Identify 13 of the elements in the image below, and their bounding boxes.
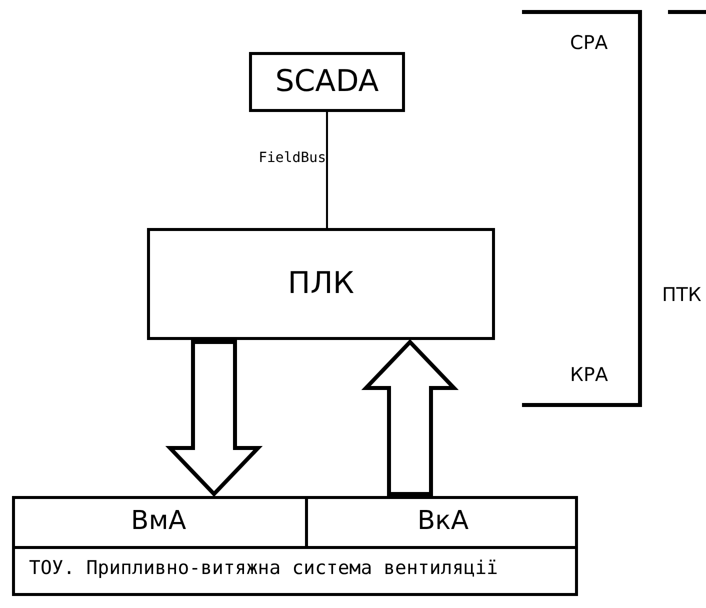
table-cell: ВмА xyxy=(12,496,305,546)
connector-line xyxy=(326,112,328,228)
system-box: SCADA xyxy=(249,52,405,112)
object-caption: ТОУ. Припливно-витяжна система вентиляції xyxy=(29,559,498,578)
block-arrow xyxy=(165,340,263,497)
table-box xyxy=(12,496,578,596)
level-label: СРА xyxy=(570,34,608,53)
table-cell: ВкА xyxy=(305,496,578,546)
system-box: ПЛК xyxy=(147,228,495,340)
edge-label: FieldBus xyxy=(258,151,326,165)
block-arrow xyxy=(361,339,459,496)
level-label: ПТК xyxy=(662,286,702,305)
level-label: КРА xyxy=(570,366,608,385)
